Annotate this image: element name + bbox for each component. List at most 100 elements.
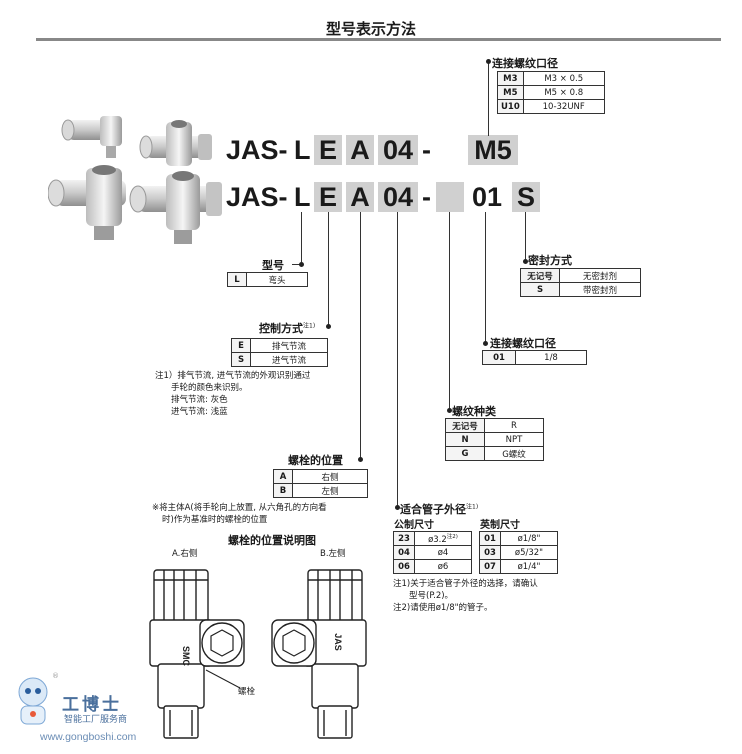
- code1-port-box: M5: [468, 135, 518, 165]
- watermark-tagline: 智能工厂服务商: [64, 715, 128, 725]
- model-label: 型号: [262, 259, 284, 272]
- port-m-size: 10-32UNF: [522, 99, 605, 114]
- robot-mascot-icon: [18, 677, 48, 725]
- control-code: E: [231, 338, 251, 353]
- control-desc: 排气节流: [250, 338, 328, 353]
- watermark-url: www.gongboshi.com: [40, 731, 137, 743]
- tube-metric-label: 公制尺寸: [394, 520, 434, 531]
- tube-inch-size: ø1/8": [500, 531, 558, 546]
- model-desc: 弯头: [246, 272, 308, 287]
- control-code: S: [231, 352, 251, 367]
- code2-size-box: 04: [378, 182, 418, 212]
- code1-dash: -: [422, 135, 431, 165]
- port-m-code: U10: [497, 99, 524, 114]
- thread-type-code: G: [445, 446, 485, 461]
- code1-a: A: [350, 135, 370, 165]
- fitting-photo-3: [48, 165, 126, 240]
- control-desc: 进气节流: [250, 352, 328, 367]
- port-thread-m-label: 连接螺纹口径: [492, 57, 558, 70]
- port-m-size: M3 × 0.5: [522, 71, 605, 86]
- tube-inch-code: 07: [479, 559, 501, 574]
- seal-desc: 带密封剂: [559, 282, 641, 297]
- tube-metric-size-text: ø3.2: [428, 534, 447, 545]
- bolt-desc: 右侧: [292, 469, 368, 484]
- thread-type-desc: NPT: [484, 432, 544, 447]
- note-line: 注1）排气节流, 进气节流的外观识别通过: [155, 371, 311, 381]
- tube-notes: 注1)关于适合管子外径的选择，请确认 型号(P.2)。 注2)请使用ø1/8"的…: [393, 578, 538, 614]
- watermark-reg: ®: [52, 672, 59, 680]
- note-line: 注1)关于适合管子外径的选择，请确认: [393, 579, 538, 589]
- tube-metric-code: 06: [393, 559, 415, 574]
- fitting-photo-4: [129, 171, 222, 244]
- control-label: 控制方式注1): [259, 320, 315, 336]
- tube-inch-label: 英制尺寸: [480, 520, 520, 531]
- page-title: 型号表示方法: [325, 20, 416, 38]
- model-code: L: [227, 272, 247, 287]
- code1-e-box: E: [314, 135, 342, 165]
- code1-size-box: 04: [378, 135, 418, 165]
- port-m-code: M5: [497, 85, 524, 100]
- code2-seal-box: S: [512, 182, 540, 212]
- code1-port: M5: [474, 135, 512, 165]
- product-photos: [48, 116, 222, 244]
- thread-type-desc: R: [484, 418, 544, 433]
- tube-metric-size: ø6: [414, 559, 472, 574]
- code2-e: E: [318, 182, 337, 212]
- seal-desc: 无密封剂: [559, 268, 641, 283]
- port-thread-label: 连接螺纹口径: [490, 337, 556, 350]
- code1-e: E: [318, 135, 337, 165]
- bolt-diagram: SMC JAS: [149, 569, 367, 739]
- code2-dash: -: [422, 182, 431, 212]
- table-row: 无记号无密封剂: [520, 268, 641, 283]
- tube-sup: 注1): [466, 503, 479, 511]
- model-code-line-2: JAS- L E A 04 - 01 S: [226, 182, 546, 212]
- note-line: 手轮的颜色来识别。: [171, 383, 248, 393]
- bolt-diagram-a: [149, 569, 245, 739]
- thread-type-desc: G螺纹: [484, 446, 544, 461]
- bolt-diagram-b-label: B.左侧: [320, 549, 346, 559]
- code2-thread: 01: [472, 182, 503, 212]
- tube-metric-code: 04: [393, 545, 415, 560]
- watermark-brand: 工博士: [62, 695, 122, 715]
- code2-thread-type-box: [436, 182, 464, 212]
- bolt-diagram-a-label: A.右侧: [172, 549, 198, 559]
- code2-size: 04: [382, 182, 414, 212]
- bolt-diagram-a-brand: SMC: [181, 646, 191, 667]
- tube-label-text: 适合管子外径: [400, 503, 466, 516]
- bolt-code: B: [273, 483, 293, 498]
- thread-type-code: N: [445, 432, 485, 447]
- tube-metric-size: ø3.2注2): [414, 531, 472, 546]
- note-line: ※将主体A(将手轮向上放置, 从六角孔的方向看: [152, 503, 327, 513]
- bolt-code: A: [273, 469, 293, 484]
- bolt-diagram-b: [271, 569, 367, 739]
- control-notes: 注1）排气节流, 进气节流的外观识别通过 手轮的颜色来识别。 排气节流: 灰色 …: [155, 370, 310, 418]
- tube-inch-code: 01: [479, 531, 501, 546]
- code2-e-box: E: [314, 182, 342, 212]
- note-line: 时)作为基准时的螺栓的位置: [162, 515, 268, 525]
- bolt-desc: 左侧: [292, 483, 368, 498]
- seal-code: 无记号: [520, 268, 560, 283]
- note-line: 注2)请使用ø1/8"的管子。: [393, 603, 493, 613]
- code2-prefix: JAS-: [226, 182, 288, 212]
- code1-prefix: JAS-: [226, 135, 288, 165]
- bolt-diagram-b-mark: JAS: [333, 633, 343, 651]
- code2-a: A: [350, 182, 370, 212]
- tube-inch-size: ø1/4": [500, 559, 558, 574]
